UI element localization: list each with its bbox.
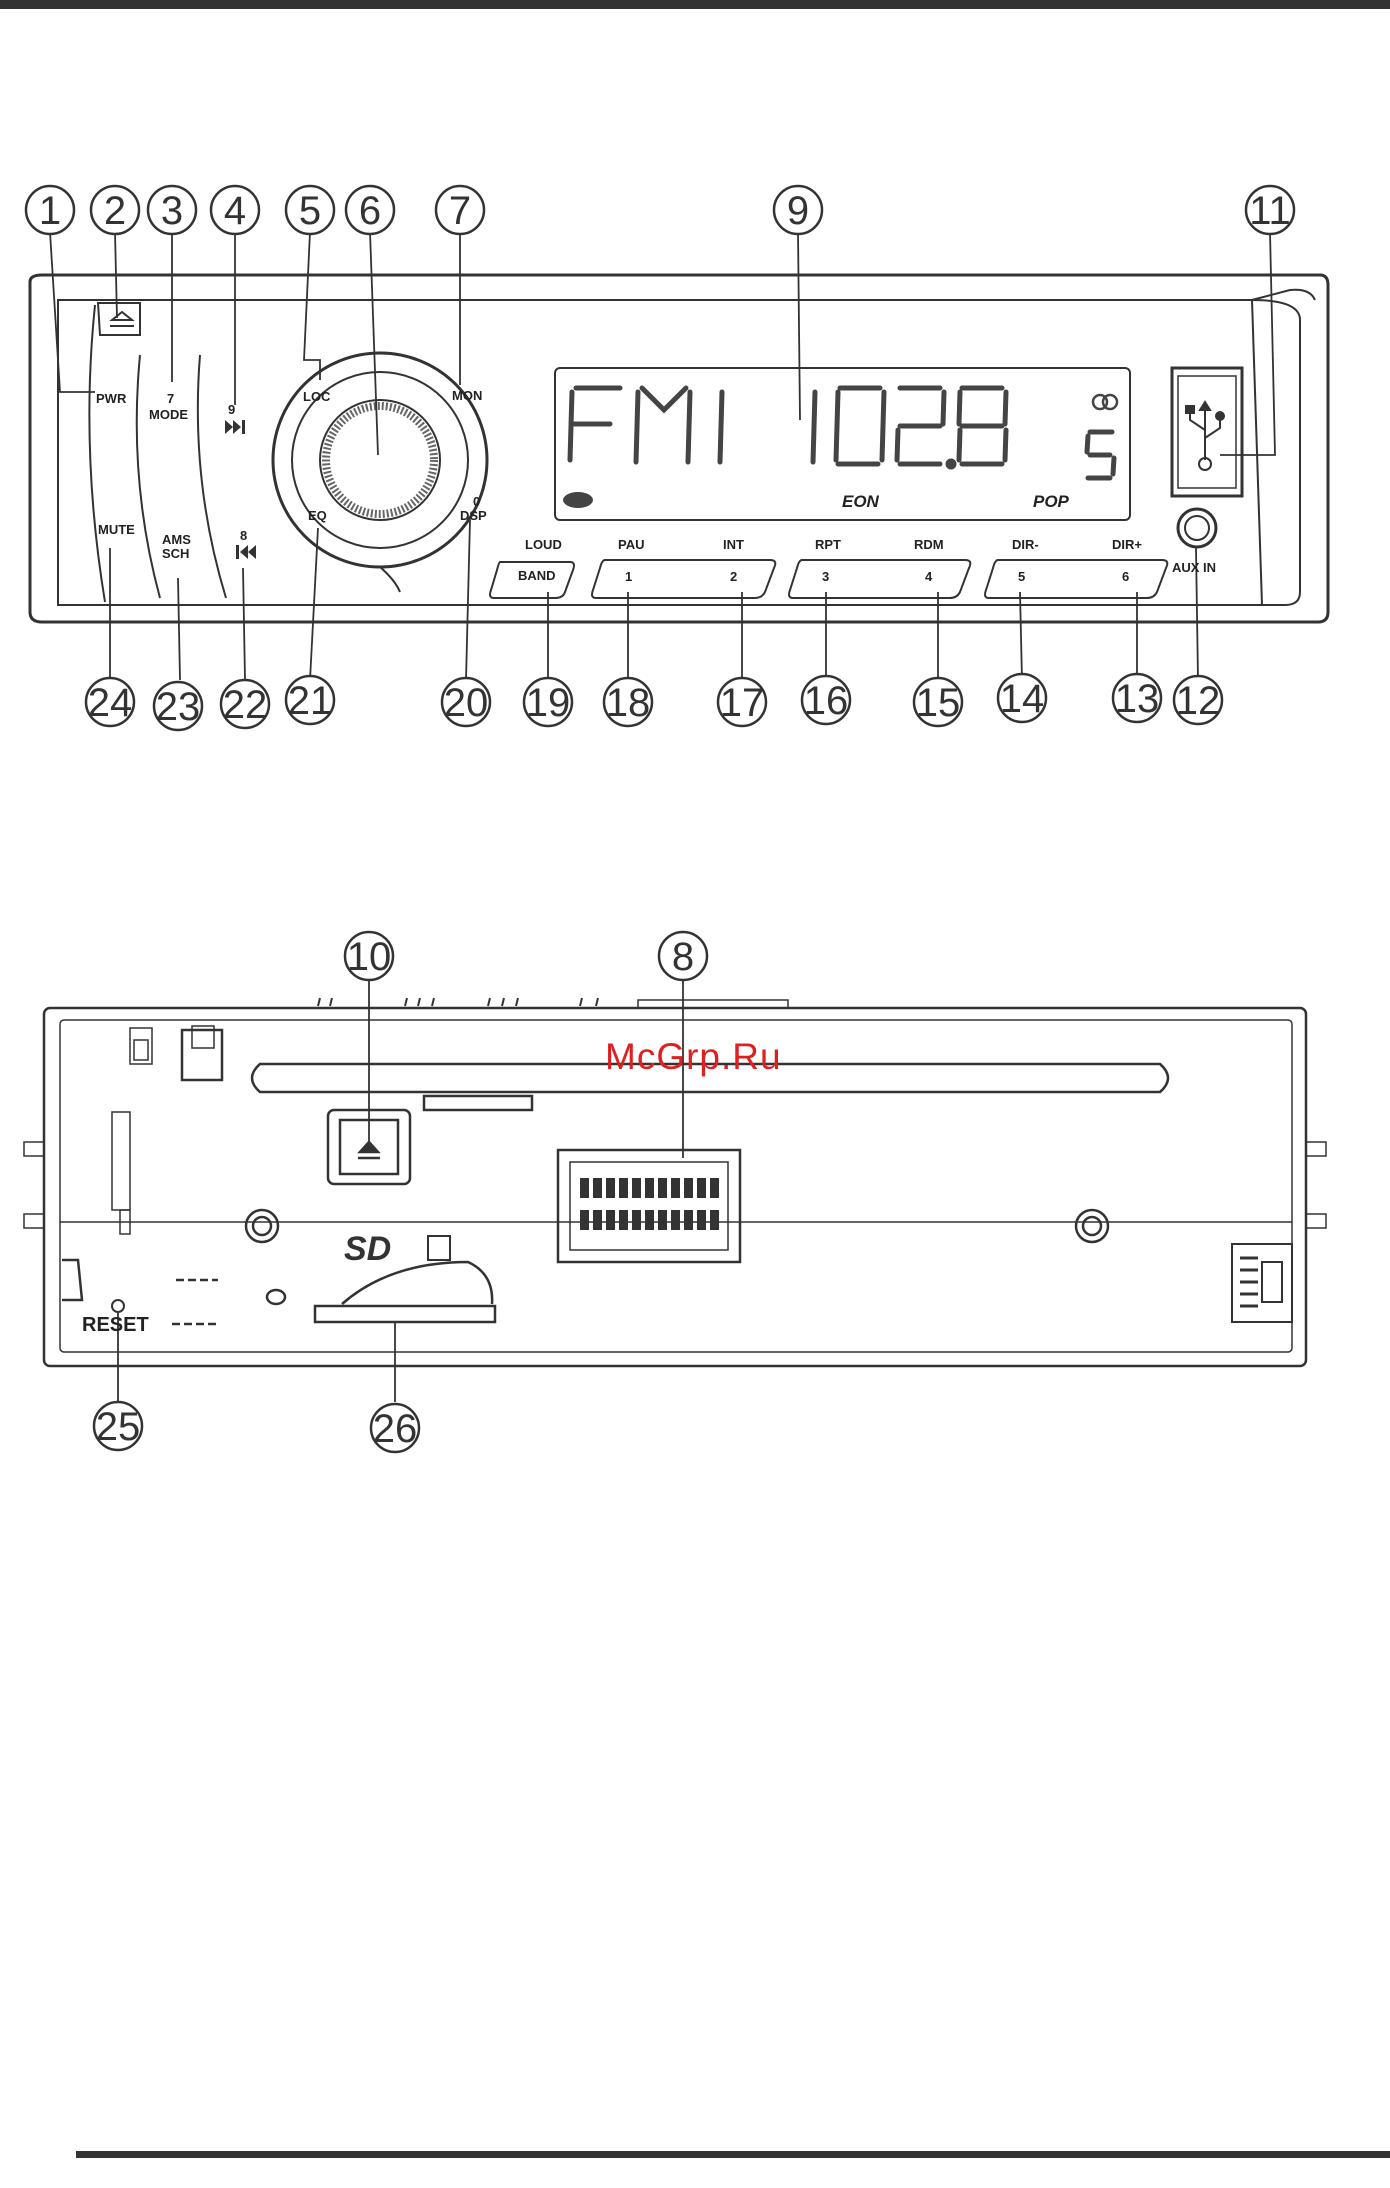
lcd-pty: POP	[1033, 492, 1069, 512]
band-button-label: BAND	[518, 568, 556, 583]
rpt-label: RPT	[815, 537, 841, 552]
rdm-label: RDM	[914, 537, 944, 552]
dir-plus-label: DIR+	[1112, 537, 1142, 552]
loud-label: LOUD	[525, 537, 562, 552]
aux-in-label: AUX IN	[1172, 560, 1216, 575]
eq-label: EQ	[308, 508, 327, 523]
mute-label: MUTE	[98, 522, 135, 537]
watermark: McGrp.Ru	[605, 1036, 782, 1078]
preset-4-label: 4	[925, 569, 932, 584]
next-number: 9	[228, 402, 235, 417]
preset-3-label: 3	[822, 569, 829, 584]
pwr-label: PWR	[96, 391, 126, 406]
dsp-number: 0	[473, 494, 480, 509]
preset-6-label: 6	[1122, 569, 1129, 584]
pau-label: PAU	[618, 537, 644, 552]
bottom-rule	[76, 2151, 1390, 2158]
lcd-eon: EON	[842, 492, 879, 512]
sch-label: SCH	[162, 546, 189, 561]
mode-number: 7	[167, 391, 174, 406]
preset-1-label: 1	[625, 569, 632, 584]
prev-number: 8	[240, 528, 247, 543]
loc-label: LOC	[303, 389, 330, 404]
mode-label: MODE	[149, 407, 188, 422]
reset-label: RESET	[82, 1314, 149, 1337]
int-label: INT	[723, 537, 744, 552]
ams-label: AMS	[162, 532, 191, 547]
preset-5-label: 5	[1018, 569, 1025, 584]
mon-label: MON	[452, 388, 482, 403]
dsp-label: DSP	[460, 508, 487, 523]
preset-2-label: 2	[730, 569, 737, 584]
dir-minus-label: DIR-	[1012, 537, 1039, 552]
